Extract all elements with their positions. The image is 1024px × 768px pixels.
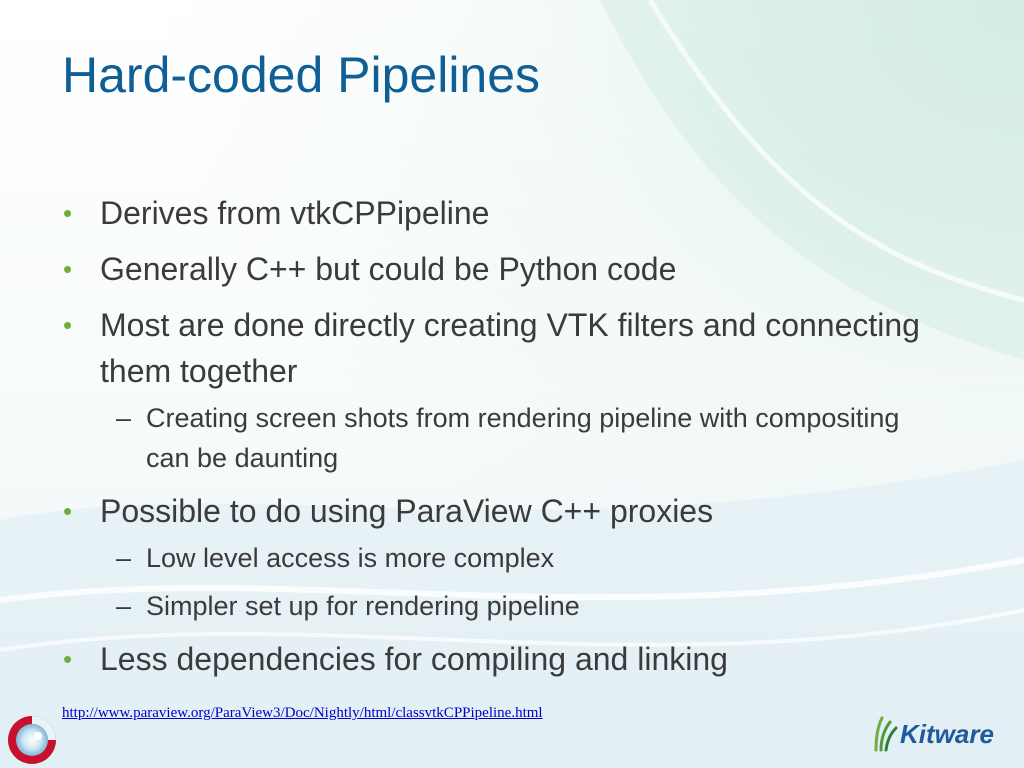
bullet-text: Most are done directly creating VTK filt… <box>100 307 920 389</box>
dash-icon: – <box>116 403 132 433</box>
dash-icon: – <box>116 591 132 621</box>
sub-bullet-text: Low level access is more complex <box>146 543 555 573</box>
bullet-list: • Derives from vtkCPPipeline • Generally… <box>60 190 940 692</box>
bullet-icon: • <box>63 496 73 526</box>
bullet-icon: • <box>63 254 73 284</box>
kitware-logo: Kitware <box>872 714 994 754</box>
paraview-logo-icon <box>8 716 56 764</box>
bullet-icon: • <box>63 198 73 228</box>
bullet-icon: • <box>63 644 73 674</box>
bullet-icon: • <box>63 310 73 340</box>
bullet-item: • Less dependencies for compiling and li… <box>60 636 940 682</box>
bullet-text: Possible to do using ParaView C++ proxie… <box>100 493 714 529</box>
slide-title: Hard-coded Pipelines <box>62 47 541 103</box>
sub-bullet-text: Creating screen shots from rendering pip… <box>146 403 900 473</box>
sub-bullet-text: Simpler set up for rendering pipeline <box>146 591 580 621</box>
doc-link[interactable]: http://www.paraview.org/ParaView3/Doc/Ni… <box>62 705 543 721</box>
bullet-item: • Derives from vtkCPPipeline <box>60 190 940 236</box>
sub-bullet-item: – Low level access is more complex <box>60 538 940 578</box>
bullet-item: • Most are done directly creating VTK fi… <box>60 302 940 394</box>
kitware-logo-icon <box>874 716 898 752</box>
dash-icon: – <box>116 543 132 573</box>
bullet-text: Derives from vtkCPPipeline <box>100 195 490 231</box>
kitware-logo-text: Kitware <box>900 718 994 749</box>
sub-bullet-item: – Creating screen shots from rendering p… <box>60 398 940 478</box>
bullet-text: Generally C++ but could be Python code <box>100 251 677 287</box>
sub-bullet-item: – Simpler set up for rendering pipeline <box>60 586 940 626</box>
bullet-text: Less dependencies for compiling and link… <box>100 641 728 677</box>
bullet-item: • Generally C++ but could be Python code <box>60 246 940 292</box>
bullet-item: • Possible to do using ParaView C++ prox… <box>60 488 940 534</box>
